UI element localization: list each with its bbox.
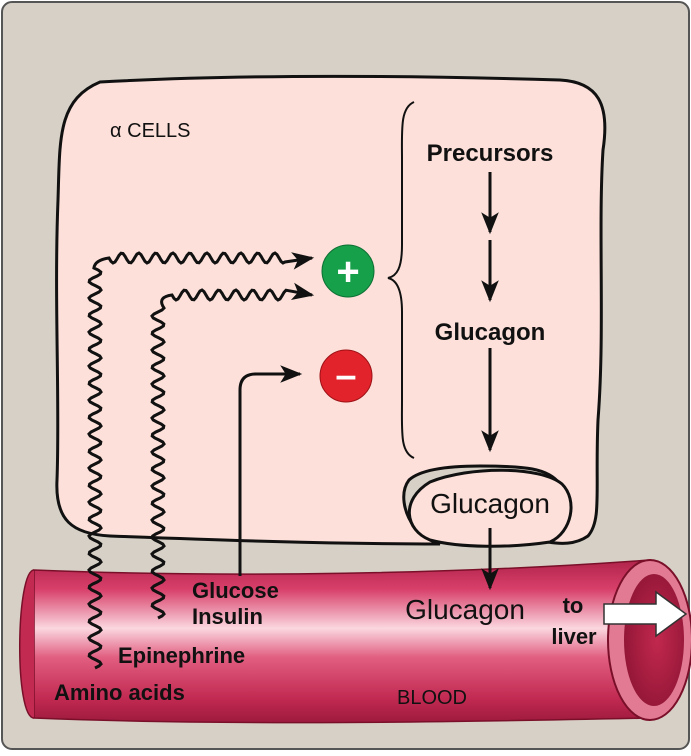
insulin-label: Insulin — [192, 604, 263, 629]
to-liver-arrow — [603, 590, 688, 638]
glucagon-cell-label: Glucagon — [435, 319, 546, 346]
plus-icon: + — [336, 250, 359, 294]
blood-vessel-lumen — [624, 574, 684, 706]
minus-icon: – — [335, 355, 356, 397]
epinephrine-signal-line — [150, 282, 315, 620]
amino-acids-signal-line — [87, 251, 315, 670]
amino-acids-label: Amino acids — [54, 680, 185, 705]
precursors-label: Precursors — [427, 140, 554, 167]
blood-vessel-left-end — [19, 569, 35, 719]
alpha-cells-label: α CELLS — [110, 120, 191, 142]
alpha-cell-outline — [55, 74, 607, 546]
glucagon-vesicle-label: Glucagon — [430, 488, 550, 519]
glucagon-blood-label: Glucagon — [405, 594, 525, 625]
glucose-label: Glucose — [192, 578, 279, 603]
liver-label: liver — [551, 624, 597, 649]
to-label: to — [563, 593, 584, 618]
epinephrine-label: Epinephrine — [118, 643, 245, 668]
pathway-brace — [387, 101, 415, 459]
inhibition-badge — [319, 349, 373, 403]
glucagon-vesicle — [407, 468, 573, 548]
blood-label: BLOOD — [397, 687, 467, 709]
stimulation-badge — [321, 244, 375, 298]
glucose-insulin-signal-line — [238, 365, 303, 576]
